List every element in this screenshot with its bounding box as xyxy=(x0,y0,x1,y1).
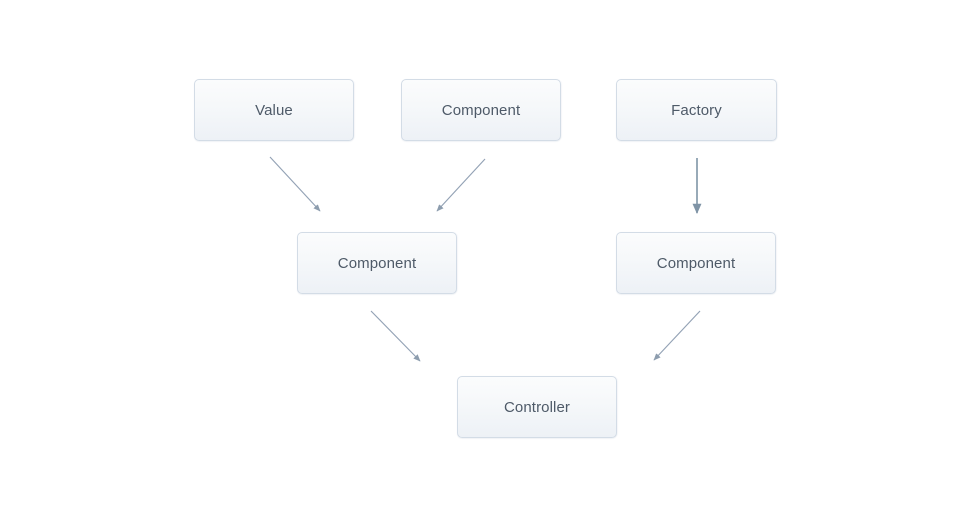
edge-component-a-to-component-b xyxy=(436,158,486,212)
edge-value-to-component-b xyxy=(269,156,321,212)
node-label-component-a: Component xyxy=(441,101,521,119)
node-label-factory: Factory xyxy=(671,101,722,119)
node-label-component-b: Component xyxy=(337,254,417,272)
node-value[interactable]: Value xyxy=(194,79,354,141)
node-label-component-c: Component xyxy=(656,254,736,272)
node-component-a[interactable]: Component xyxy=(401,79,561,141)
node-label-controller: Controller xyxy=(503,398,571,416)
node-factory[interactable]: Factory xyxy=(616,79,777,141)
node-label-value: Value xyxy=(255,101,293,119)
edge-component-c-to-controller xyxy=(653,310,701,361)
node-component-c[interactable]: Component xyxy=(616,232,776,294)
edge-component-b-to-controller xyxy=(370,310,421,362)
node-controller[interactable]: Controller xyxy=(457,376,617,438)
node-component-b[interactable]: Component xyxy=(297,232,457,294)
